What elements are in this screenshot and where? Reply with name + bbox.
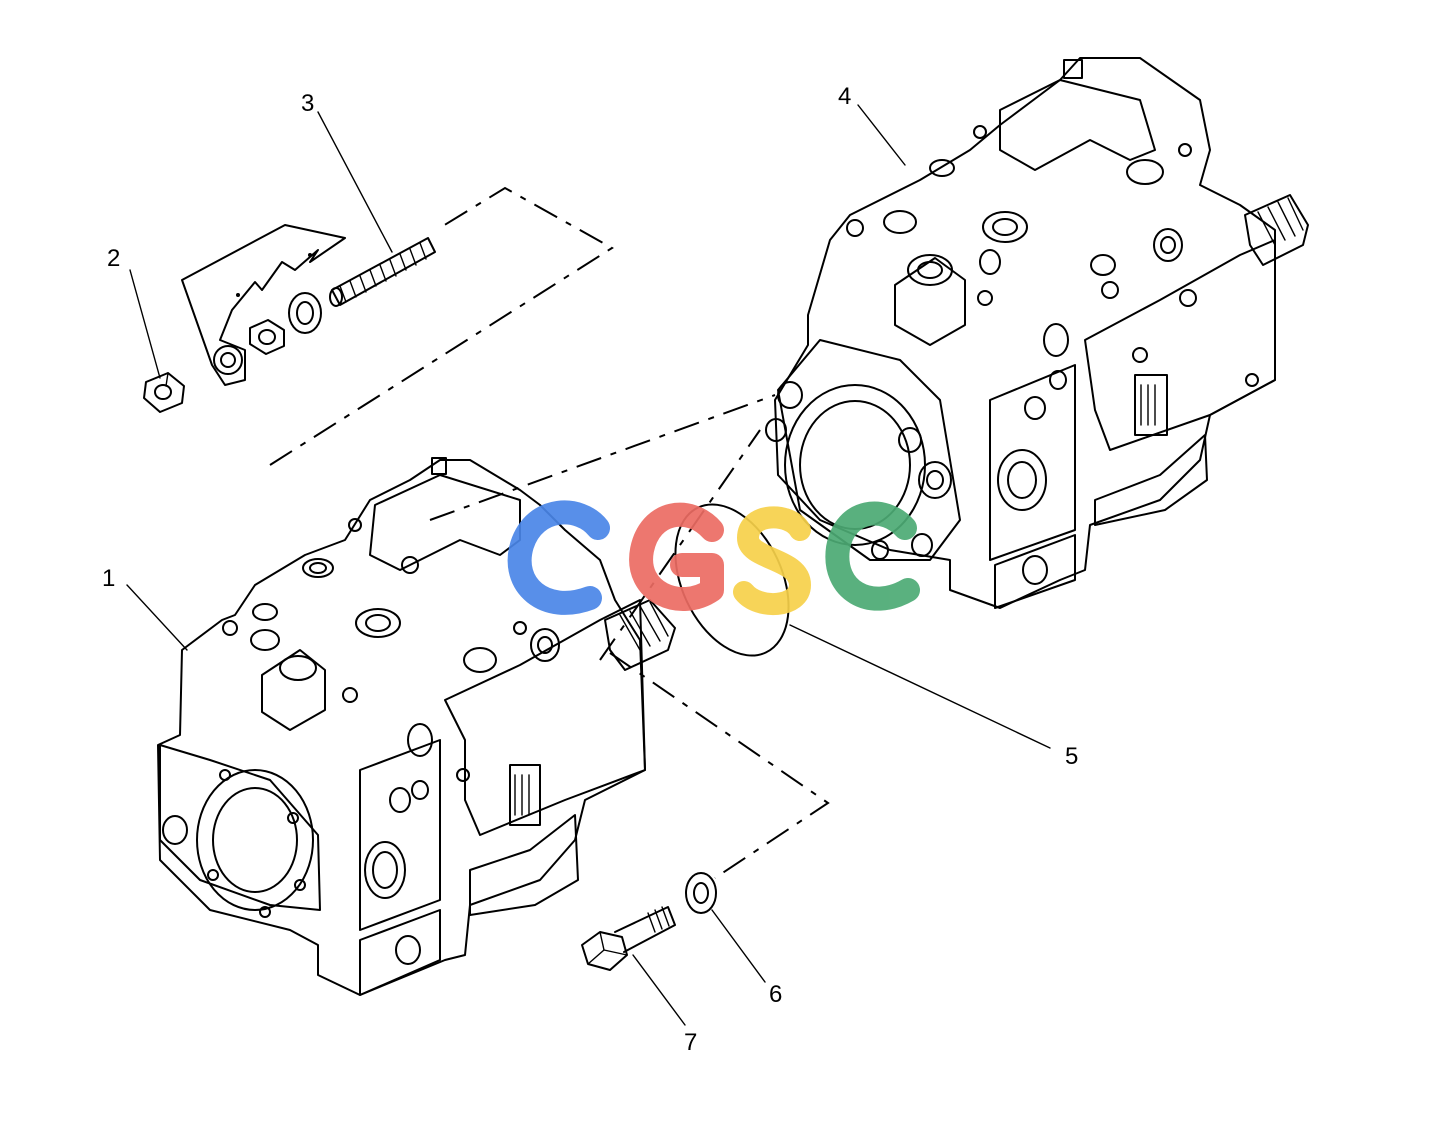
- assembly-guide-lines: [269, 186, 830, 879]
- part-7-hex-bolt[interactable]: [581, 906, 676, 971]
- guide-line-pump-align: [599, 429, 761, 661]
- bracket-small-nut: [249, 319, 285, 355]
- guide-line-bracket: [269, 186, 614, 466]
- bracket-washer: [288, 292, 322, 334]
- hex-nut-body: [143, 372, 185, 413]
- pump-4-splined-shaft: [1244, 194, 1309, 266]
- watermark-letter-c2: [825, 501, 920, 611]
- callout-1: 1: [102, 565, 115, 592]
- watermark-letter-c1: [507, 500, 610, 615]
- part-3-spring[interactable]: [329, 237, 436, 307]
- watermark-letter-s: [733, 506, 812, 615]
- watermark-letter-g: [629, 502, 724, 611]
- callout-2: 2: [107, 245, 120, 272]
- callout-3: 3: [301, 90, 314, 117]
- pump-1-housing: [157, 459, 646, 996]
- part-6-washer[interactable]: [685, 872, 717, 914]
- guide-line-flange: [429, 394, 776, 521]
- part-4-pump-assembly[interactable]: [765, 57, 1309, 609]
- callout-leaders: [126, 104, 1051, 1026]
- bolt-head: [581, 931, 628, 971]
- callout-4: 4: [838, 83, 851, 110]
- callout-6: 6: [769, 981, 782, 1008]
- bolt-shank: [614, 906, 676, 953]
- callout-5: 5: [1065, 743, 1078, 770]
- cgsc-watermark-logo: [507, 500, 920, 615]
- pump-1-front-flange: [196, 769, 314, 911]
- part-1-pump-assembly[interactable]: [157, 457, 676, 996]
- guide-line-bolt: [609, 652, 830, 879]
- part-2-hex-nut[interactable]: [143, 372, 185, 413]
- callout-labels: 1 2 3 4 5 6 7: [102, 83, 1078, 1056]
- callout-7: 7: [684, 1029, 697, 1056]
- spring-bracket-plate: [181, 224, 346, 386]
